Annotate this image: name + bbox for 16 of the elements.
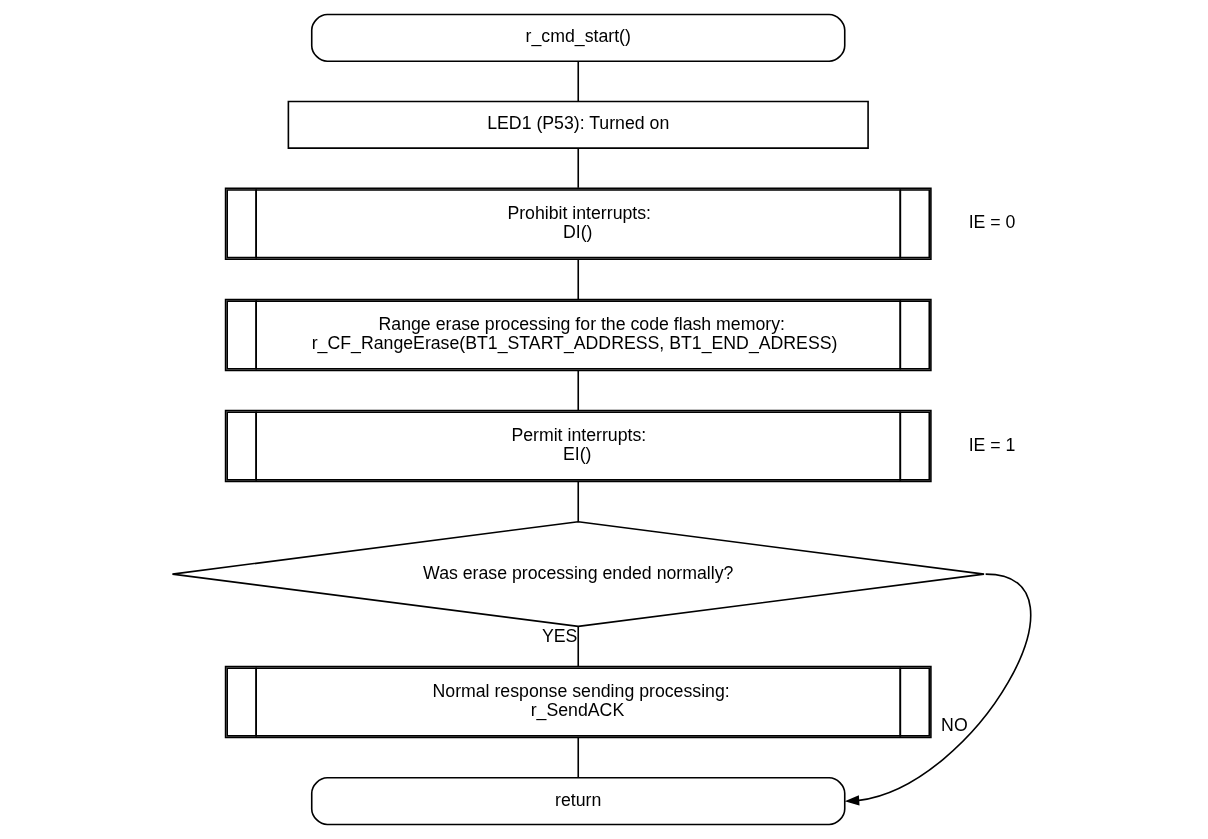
- connector: [577, 147, 580, 189]
- connector: [577, 258, 580, 300]
- node-box: LED1 (P53): Turned on: [287, 100, 869, 149]
- node-box: r_cmd_start(): [310, 13, 846, 62]
- arrow: [844, 573, 1032, 806]
- node-diamond: Was erase processing ended normally?: [171, 520, 985, 628]
- connector: [577, 60, 580, 102]
- edge-label: YES: [542, 625, 578, 646]
- node-label: IE = 0: [968, 212, 1016, 233]
- connector: [577, 736, 580, 779]
- connector: [577, 481, 580, 523]
- node-label: IE = 1: [968, 434, 1016, 455]
- edge-label: NO: [941, 714, 968, 735]
- connector: [577, 369, 580, 411]
- node-box: return: [310, 777, 846, 826]
- connector: [577, 625, 580, 668]
